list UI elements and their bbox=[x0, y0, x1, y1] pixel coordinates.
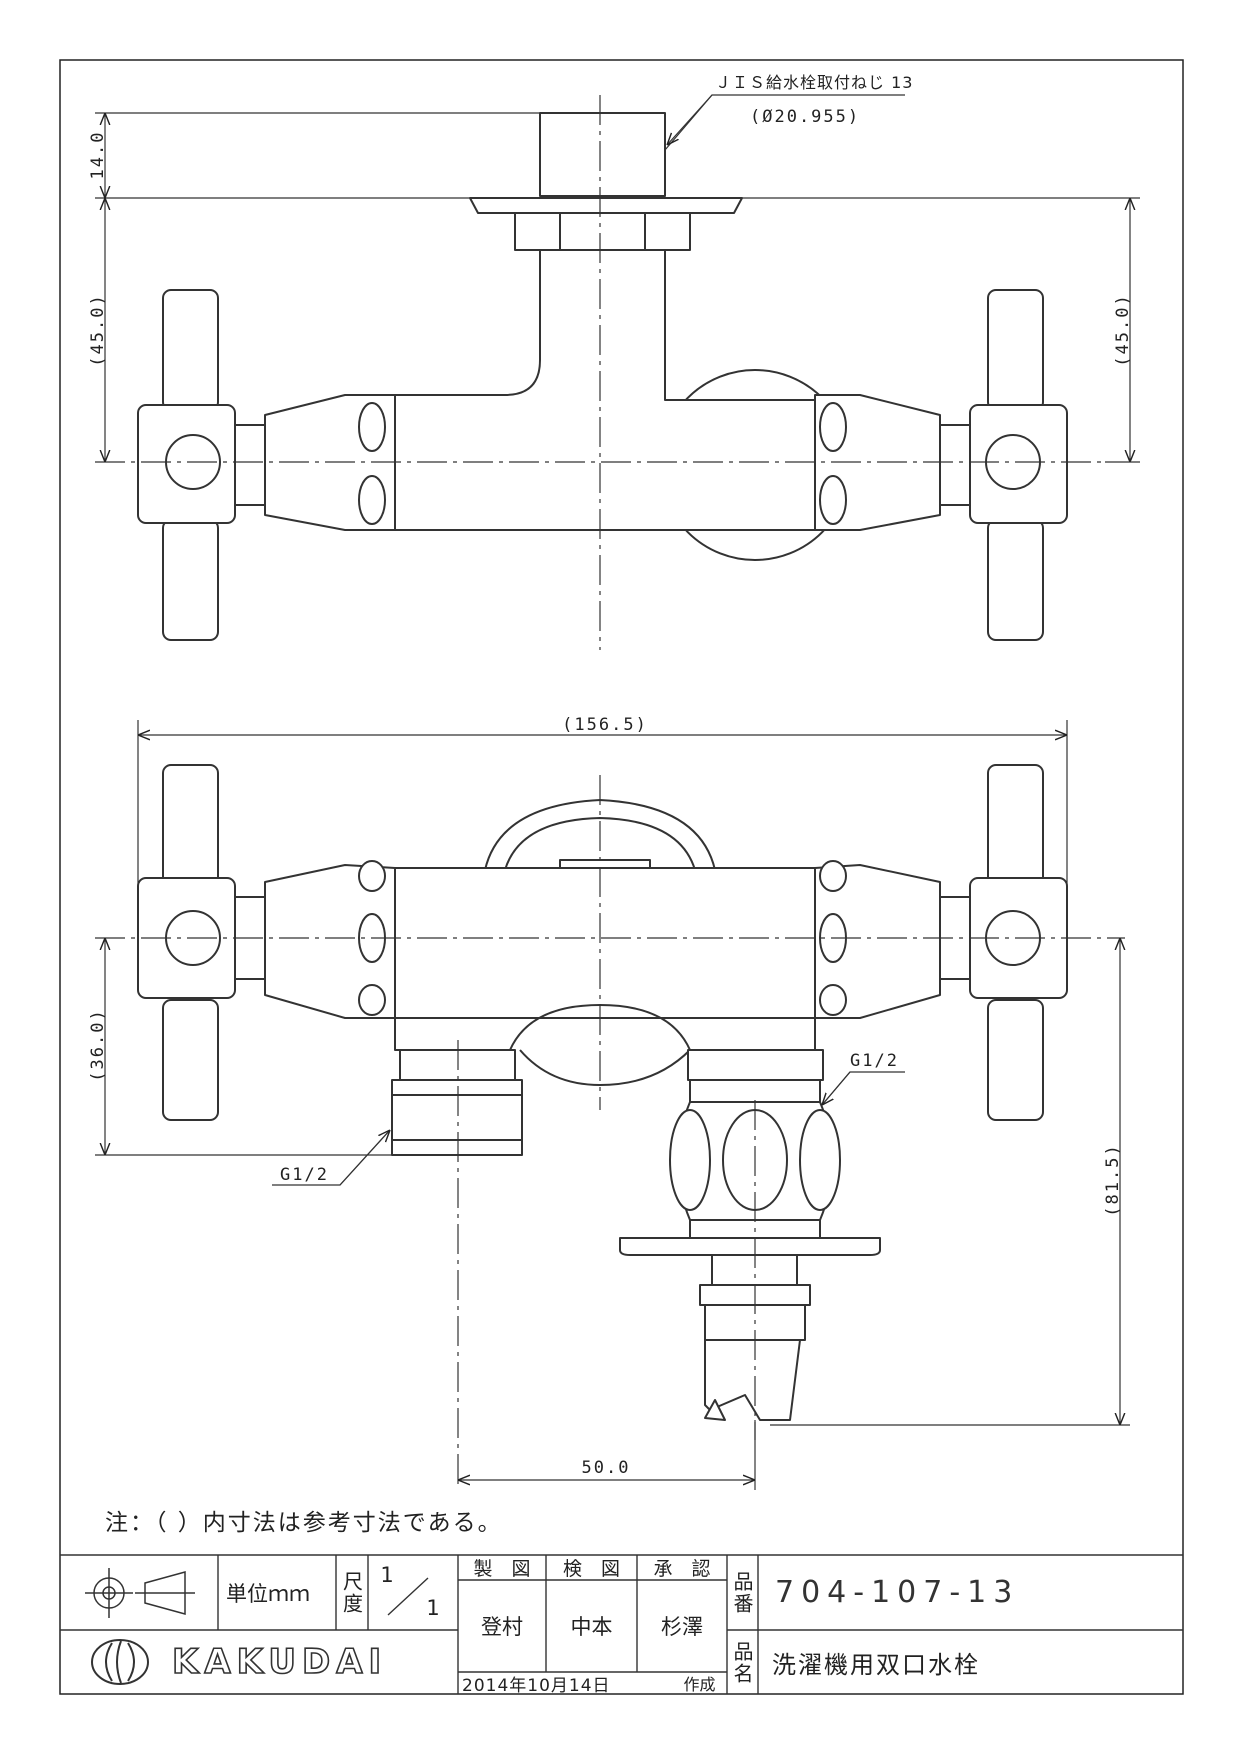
part-number: 704-107-13 bbox=[775, 1575, 1020, 1610]
kakudai-logo-icon bbox=[91, 1639, 149, 1685]
scale-label: 尺度 bbox=[339, 1571, 364, 1615]
unit-label: 単位ｍｍ bbox=[226, 1581, 310, 1606]
drawn-by: 登村 bbox=[481, 1615, 523, 1639]
left-outlet-thread bbox=[391, 1079, 523, 1156]
handle-bar-top-right-down bbox=[987, 519, 1044, 641]
top-view bbox=[137, 112, 1068, 641]
thread-spec-label: ＪＩＳ給水栓取付ねじ 13 bbox=[715, 73, 913, 92]
thread-dia-label: (Ø20.955) bbox=[750, 107, 860, 127]
part-no-label: 品番 bbox=[730, 1571, 754, 1615]
dim-45-left-label: (45.0) bbox=[88, 293, 108, 366]
dim-156-label: (156.5) bbox=[562, 715, 648, 735]
dim-45-right-label: (45.0) bbox=[1113, 293, 1133, 366]
brand-name: KAKUDAI bbox=[171, 1641, 388, 1683]
coupler-lever bbox=[704, 1339, 801, 1421]
drawn-header: 製 図 bbox=[473, 1558, 531, 1580]
center-lines bbox=[95, 95, 1125, 1490]
valve-body bbox=[394, 867, 816, 1019]
dim-36-label: (36.0) bbox=[88, 1008, 108, 1081]
handle-bar-front-right-up bbox=[987, 764, 1044, 886]
handle-cone-front-left bbox=[264, 864, 396, 1019]
inlet-thread bbox=[539, 112, 666, 197]
handle-cone-front-right bbox=[814, 864, 941, 1019]
dim-14-label: 14.0 bbox=[88, 131, 108, 180]
approved-header: 承 認 bbox=[653, 1558, 711, 1580]
checked-by: 中本 bbox=[570, 1615, 613, 1639]
dimension-lines bbox=[95, 94, 1140, 1490]
handle-bar-front-right-down bbox=[987, 999, 1044, 1121]
reference-note: 注：（ ）内寸法は参考寸法である。 bbox=[105, 1510, 503, 1536]
checked-header: 検 図 bbox=[562, 1558, 620, 1580]
approved-by: 杉澤 bbox=[661, 1615, 703, 1639]
hex-nut-top bbox=[514, 212, 691, 251]
creation-date: 2014年10月14日 bbox=[462, 1675, 611, 1696]
handle-bar-front-left-down bbox=[162, 999, 219, 1121]
part-name: 洗濯機用双口水栓 bbox=[772, 1650, 980, 1679]
g-left-label: G1/2 bbox=[280, 1165, 329, 1185]
front-view bbox=[137, 764, 1068, 1421]
scale-numerator: 1 bbox=[380, 1563, 394, 1587]
dim-50-label: 50.0 bbox=[582, 1458, 631, 1478]
flange-top bbox=[469, 197, 743, 214]
title-block-grid bbox=[60, 1554, 1183, 1694]
projection-symbol-icon bbox=[85, 1568, 195, 1618]
coupler-flange bbox=[619, 1237, 881, 1256]
g-right-label: G1/2 bbox=[850, 1051, 899, 1071]
drawing-border bbox=[59, 59, 1184, 1695]
handle-bar-top-left-up bbox=[162, 289, 219, 411]
right-outlet-neck bbox=[687, 1049, 824, 1081]
handle-bar-top-left-down bbox=[162, 519, 219, 641]
handle-bar-top-right-up bbox=[987, 289, 1044, 411]
creation-suffix: 作成 bbox=[683, 1675, 716, 1694]
dim-81-label: (81.5) bbox=[1103, 1143, 1123, 1216]
handle-bar-front-left-up bbox=[162, 764, 219, 886]
part-name-label: 品名 bbox=[730, 1641, 754, 1685]
scale-denominator: 1 bbox=[426, 1596, 440, 1620]
